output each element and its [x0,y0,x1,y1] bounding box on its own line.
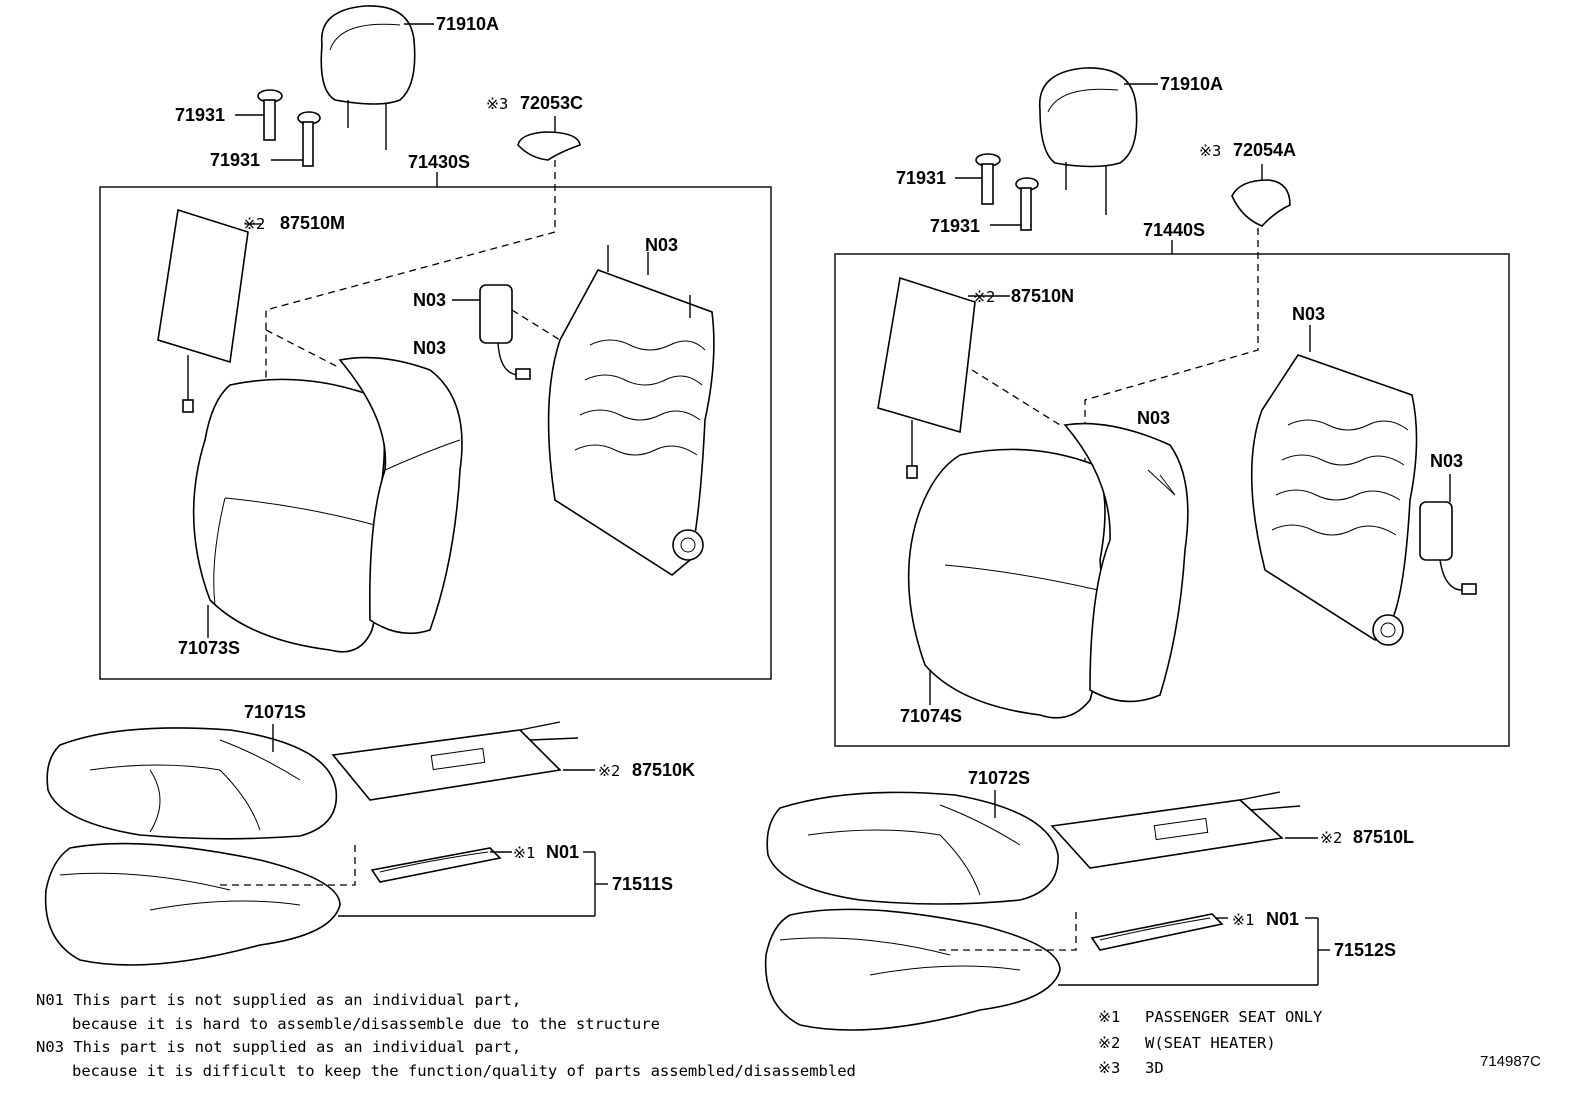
left-cushion-heater-part[interactable] [331,721,579,801]
left-seatback-cover-part[interactable] [192,356,463,653]
left-pad-label[interactable]: N03 [413,338,446,358]
left-cushion-cover-label[interactable]: 71071S [244,702,306,722]
right-heater-mark: ※2 [973,288,995,306]
right-heater-label[interactable]: 87510N [1011,286,1074,306]
right-cushion-cover-label[interactable]: 71072S [968,768,1030,788]
diagram-id: 714987C [1480,1053,1541,1070]
legend-text-1: PASSENGER SEAT ONLY [1145,1008,1323,1026]
left-back-cover-label[interactable]: 71073S [178,638,240,658]
left-seatback-heater-part[interactable] [157,208,249,413]
legend-mark-3: ※3 [1098,1059,1120,1077]
right-headrest-label[interactable]: 71910A [1160,74,1223,94]
left-sensor-mark: ※1 [513,844,535,862]
left-frame-label[interactable]: N03 [645,235,678,255]
right-back-cover-label[interactable]: 71074S [900,706,962,726]
left-trim-label[interactable]: 72053C [520,93,583,113]
right-trim-mark: ※3 [1199,142,1221,160]
note-n01-line1: N01 This part is not supplied as an indi… [36,991,521,1009]
left-cushion-cover-part[interactable] [46,727,338,840]
right-cushion-heater-label[interactable]: 87510L [1353,827,1414,847]
left-seatback-frame-part[interactable] [547,245,715,576]
right-sensor-label[interactable]: N01 [1266,909,1299,929]
right-seatback-heater-part[interactable] [877,276,976,479]
right-sensor-mark: ※1 [1232,911,1254,929]
right-pad-label[interactable]: N03 [1137,408,1170,428]
right-cushion-heater-mark: ※2 [1320,829,1342,847]
left-airbag-label[interactable]: N03 [413,290,446,310]
right-headrest-part[interactable] [1038,67,1138,215]
left-seatback-group-box [99,186,772,680]
legend-text-3: 3D [1145,1059,1164,1077]
legend-mark-2: ※2 [1098,1034,1120,1052]
right-cushion-pad-part[interactable] [764,908,1061,1031]
note-n03-line2: because it is difficult to keep the func… [72,1062,856,1080]
left-guide-a-label[interactable]: 71931 [175,105,225,125]
left-cushion-pad-label[interactable]: 71511S [612,874,673,894]
left-occupant-sensor-part[interactable] [370,847,502,883]
right-airbag-module-part[interactable] [1419,501,1477,595]
left-heater-mark: ※2 [243,215,265,233]
right-occupant-sensor-part[interactable] [1090,913,1224,951]
right-back-assy-label[interactable]: 71440S [1143,220,1205,240]
note-n03-line1: N03 This part is not supplied as an indi… [36,1038,521,1056]
right-airbag-label[interactable]: N03 [1430,451,1463,471]
right-trim-label[interactable]: 72054A [1233,140,1296,160]
left-airbag-module-part[interactable] [479,284,531,380]
left-heater-label[interactable]: 87510M [280,213,345,233]
right-cushion-pad-label[interactable]: 71512S [1334,940,1396,960]
right-headrest-guide-a[interactable] [975,153,1001,205]
right-cushion-cover-part[interactable] [766,791,1059,905]
left-cushion-pad-part[interactable] [44,842,341,966]
left-headrest-guide-a[interactable] [257,89,283,141]
note-n01-line2: because it is hard to assemble/disassemb… [72,1015,660,1033]
left-headrest-label[interactable]: 71910A [436,14,499,34]
legend-mark-1: ※1 [1098,1008,1120,1026]
right-seatback-frame-part[interactable] [1250,354,1418,646]
legend-text-2: W(SEAT HEATER) [1145,1034,1276,1052]
left-trim-mark: ※3 [486,95,508,113]
right-cushion-heater-part[interactable] [1050,791,1301,869]
right-frame-label[interactable]: N03 [1292,304,1325,324]
left-cushion-heater-mark: ※2 [598,762,620,780]
left-headrest-part[interactable] [320,5,416,150]
left-sensor-label[interactable]: N01 [546,842,579,862]
left-trim-cover-part[interactable] [517,131,581,161]
right-seatback-cover-part[interactable] [907,422,1189,719]
left-back-assy-label[interactable]: 71430S [408,152,470,172]
right-guide-b-label[interactable]: 71931 [930,216,980,236]
left-headrest-guide-b[interactable] [297,111,321,167]
right-guide-a-label[interactable]: 71931 [896,168,946,188]
right-trim-cover-part[interactable] [1231,179,1291,227]
right-headrest-guide-b[interactable] [1015,177,1039,231]
left-cushion-heater-label[interactable]: 87510K [632,760,695,780]
left-guide-b-label[interactable]: 71931 [210,150,260,170]
